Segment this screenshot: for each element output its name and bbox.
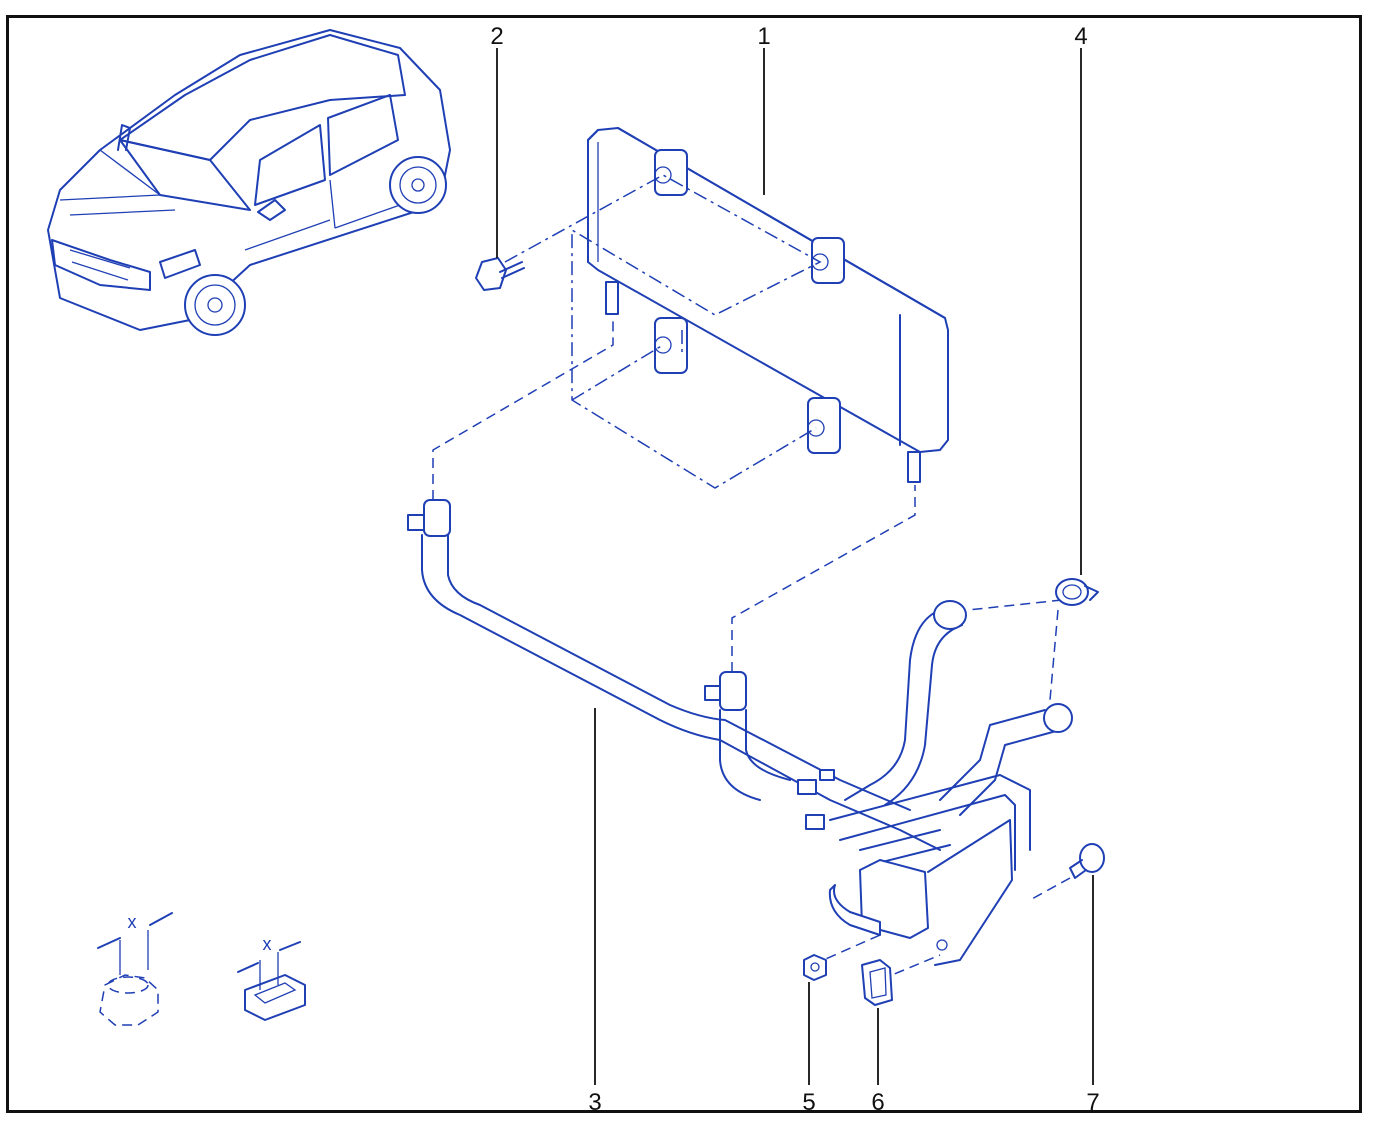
callout-3: 3 [588, 1089, 601, 1116]
part-7-screw [1069, 843, 1105, 879]
detail-nut-x-label: x [128, 912, 137, 932]
callout-6: 6 [871, 1089, 884, 1116]
callout-5: 5 [802, 1089, 815, 1116]
callout-2: 2 [490, 23, 503, 50]
callout-1: 1 [757, 23, 770, 50]
detail-clip-dimension: x [237, 934, 306, 1021]
part-2-screw [475, 257, 525, 291]
part-5-nut [803, 954, 827, 981]
vehicle-illustration [47, 29, 451, 336]
detail-clip-x-label: x [263, 934, 272, 954]
callout-4: 4 [1074, 23, 1087, 50]
part-1-cooler [587, 127, 949, 483]
detail-nut-dimension: x [97, 912, 173, 1026]
part-3-hose-assembly [407, 499, 1073, 966]
callout-7: 7 [1086, 1089, 1099, 1116]
part-4-clamp [1055, 578, 1099, 606]
part-6-clip [861, 959, 893, 1006]
